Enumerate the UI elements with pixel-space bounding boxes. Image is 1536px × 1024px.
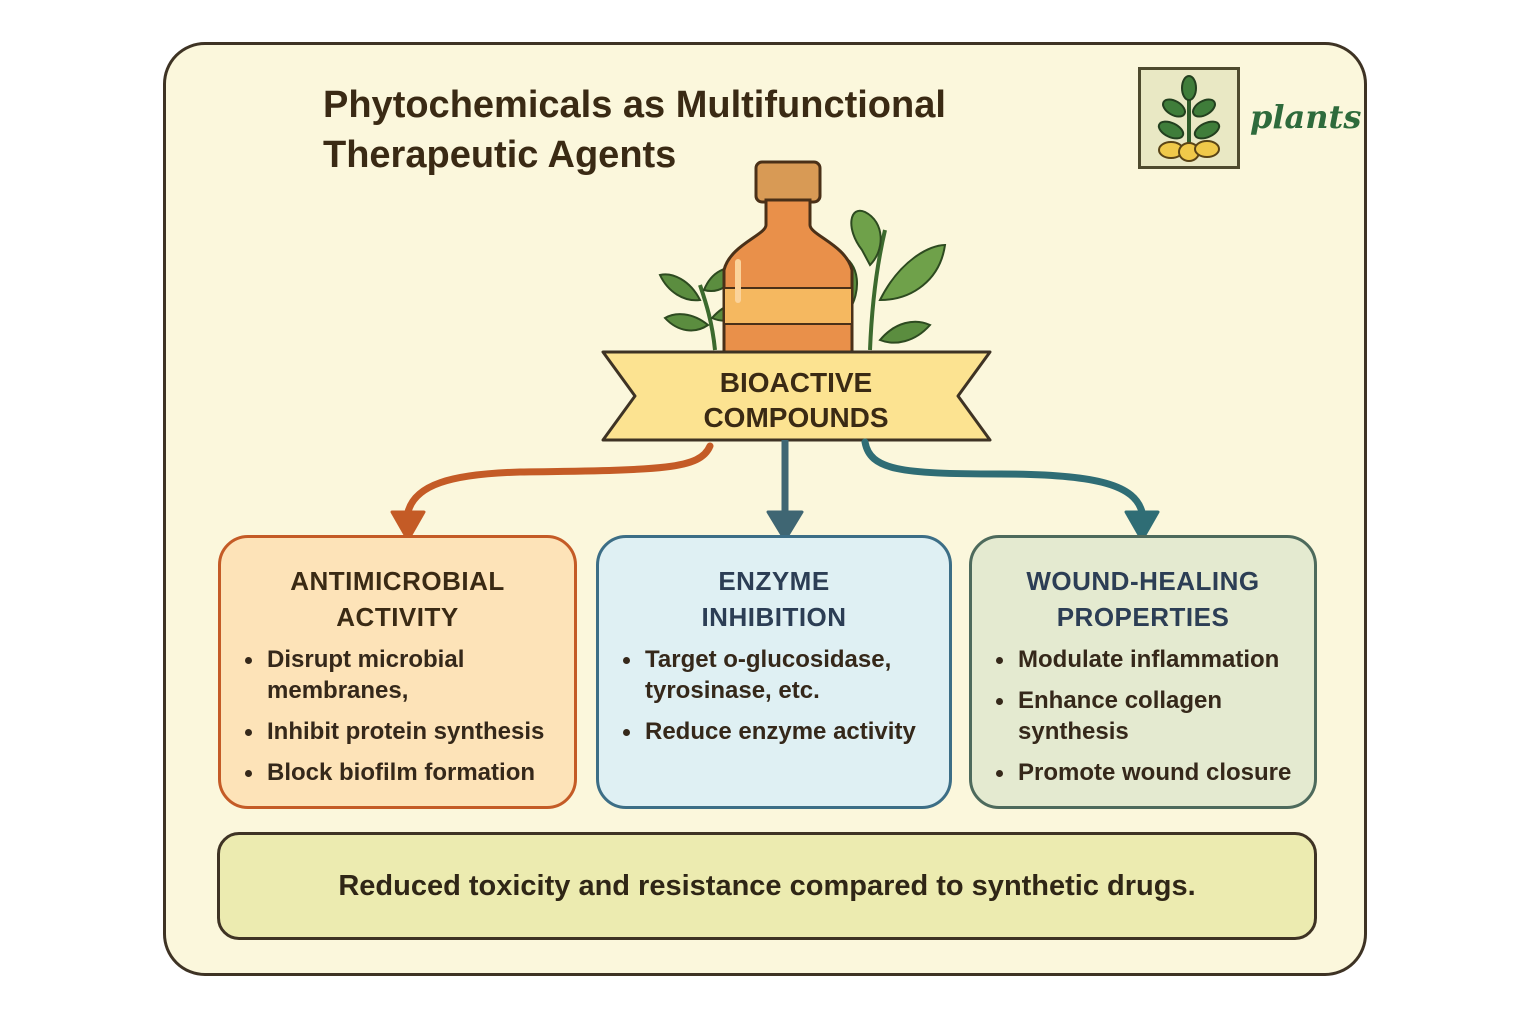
list-item: Target o-glucosidase, tyrosinase, etc. <box>617 644 939 706</box>
list-item-line: Inhibit protein synthesis <box>267 718 545 745</box>
list-item: Enhance collagen synthesis <box>990 685 1304 747</box>
herbal-bottle-icon <box>722 160 854 354</box>
card-list: Modulate inflammation Enhance collagen sy… <box>990 644 1304 798</box>
card-heading-line-2: INHIBITION <box>701 602 847 632</box>
list-item: Inhibit protein synthesis <box>239 716 564 747</box>
title-line-1: Phytochemicals as Multifunctional <box>323 84 946 126</box>
banner-label: BIOACTIVE COMPOUNDS <box>660 365 932 435</box>
card-heading-line-1: ANTIMICROBIAL <box>290 566 505 596</box>
list-item-line: Reduce enzyme activity <box>645 718 916 745</box>
banner-line-1: BIOACTIVE <box>719 367 873 398</box>
card-heading-line-2: PROPERTIES <box>1056 602 1230 632</box>
title-line-2: Therapeutic Agents <box>323 134 677 176</box>
sprout-drawing <box>1157 75 1221 162</box>
list-item-line: tyrosinase, etc. <box>645 677 820 704</box>
card-heading: ANTIMICROBIAL ACTIVITY <box>221 563 574 635</box>
list-item: Block biofilm formation <box>239 757 564 788</box>
list-item-line: Promote wound closure <box>1018 759 1292 786</box>
card-heading: ENZYME INHIBITION <box>599 563 949 635</box>
card-list: Disrupt microbial membranes, Inhibit prot… <box>239 644 564 798</box>
list-item: Modulate inflammation <box>990 644 1304 675</box>
logo-text: plants <box>1250 98 1362 136</box>
list-item-line: Target o-glucosidase, <box>645 646 892 673</box>
card-heading-line-1: WOUND-HEALING <box>1026 566 1260 596</box>
list-item: Reduce enzyme activity <box>617 716 939 747</box>
list-item: Disrupt microbial membranes, <box>239 644 564 706</box>
card-heading-line-1: ENZYME <box>718 566 830 596</box>
list-item-line: synthesis <box>1018 718 1129 745</box>
enzyme-inhibition-card: ENZYME INHIBITION Target o-glucosidase, t… <box>596 535 952 809</box>
bioactive-banner <box>601 350 992 442</box>
card-heading: WOUND-HEALING PROPERTIES <box>972 563 1314 635</box>
list-item-line: Disrupt microbial <box>267 646 465 673</box>
list-item-line: membranes, <box>267 677 409 704</box>
wound-healing-card: WOUND-HEALING PROPERTIES Modulate inflam… <box>969 535 1317 809</box>
footer-note: Reduced toxicity and resistance compared… <box>217 832 1317 940</box>
banner-line-2: COMPOUNDS <box>703 402 889 433</box>
card-list: Target o-glucosidase, tyrosinase, etc. Re… <box>617 644 939 757</box>
list-item-line: Block biofilm formation <box>267 759 536 786</box>
card-heading-line-2: ACTIVITY <box>336 602 459 632</box>
list-item-line: Modulate inflammation <box>1018 646 1280 673</box>
list-item-line: Enhance collagen <box>1018 687 1223 714</box>
page-title: Phytochemicals as Multifunctional Therap… <box>323 80 1043 180</box>
plant-sprout-icon <box>1138 67 1240 169</box>
list-item: Promote wound closure <box>990 757 1304 788</box>
antimicrobial-card: ANTIMICROBIAL ACTIVITY Disrupt microbial… <box>218 535 577 809</box>
flow-arrows <box>390 438 1160 542</box>
